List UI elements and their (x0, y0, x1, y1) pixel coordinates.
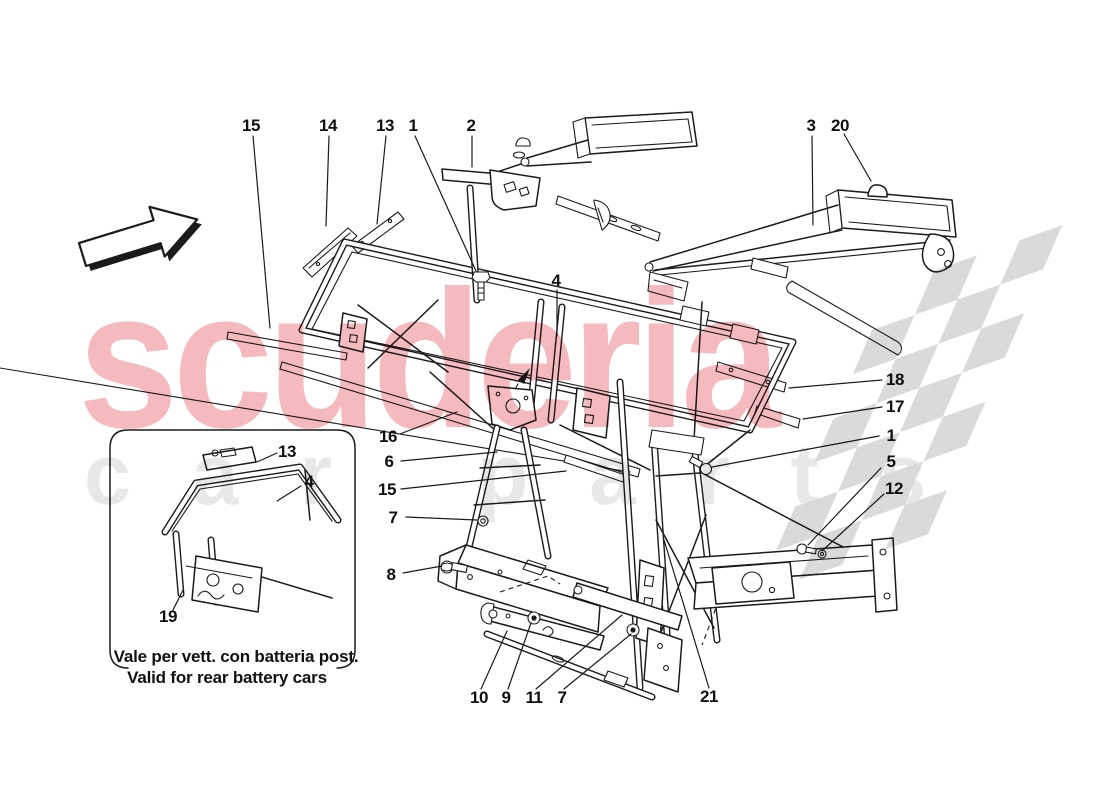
nut-7 (477, 515, 489, 527)
callout-7b: 7 (557, 688, 567, 707)
callout-21: 21 (700, 687, 718, 706)
box-beam (437, 544, 609, 633)
clip-11 (542, 626, 554, 637)
callout-inset-4: 4 (304, 472, 314, 491)
callout-18: 18 (886, 370, 904, 389)
bolt-5 (796, 543, 817, 555)
inset-box (109, 429, 356, 669)
bolt-1-lower (688, 455, 713, 476)
callout-9: 9 (501, 688, 511, 707)
callout-1: 1 (408, 116, 418, 135)
grommet-7 (626, 623, 640, 637)
callout-14: 14 (319, 116, 337, 135)
callout-5: 5 (886, 452, 896, 471)
bolt-8 (440, 560, 468, 574)
frame-bracket-plate (572, 387, 611, 439)
callout-1b: 1 (886, 426, 896, 445)
callout-7: 7 (388, 508, 398, 527)
callout-6: 6 (384, 452, 394, 471)
callout-16: 16 (379, 427, 397, 446)
lower-subframe (437, 378, 898, 701)
callout-8: 8 (386, 565, 396, 584)
cap-part-20 (867, 184, 888, 198)
callout-17: 17 (886, 397, 904, 416)
inset-bracket-13 (202, 446, 257, 471)
inset-caption-english: Valid for rear battery cars (127, 668, 327, 687)
callout-11: 11 (525, 688, 543, 707)
callout-3: 3 (806, 116, 816, 135)
strip-parts (0, 195, 903, 483)
callout-4: 4 (551, 271, 561, 290)
bolt (471, 271, 491, 301)
grommet-9 (527, 611, 541, 625)
callout-inset-13: 13 (278, 442, 296, 461)
callout-20: 20 (831, 116, 849, 135)
inset-caption-italian: Vale per vett. con batteria post. (113, 647, 359, 666)
main-frame (298, 238, 797, 471)
callout-12: 12 (885, 479, 903, 498)
callout-10: 10 (470, 688, 488, 707)
callout-13: 13 (376, 116, 394, 135)
callout-inset-19: 19 (159, 607, 177, 626)
callout-15: 15 (242, 116, 260, 135)
left-mount-arm (441, 111, 698, 399)
direction-arrow-icon (77, 205, 202, 271)
callout-15b: 15 (378, 480, 396, 499)
frame-bracket-plate (338, 312, 368, 353)
callout-2: 2 (466, 116, 476, 135)
right-mount-arm (644, 184, 957, 441)
